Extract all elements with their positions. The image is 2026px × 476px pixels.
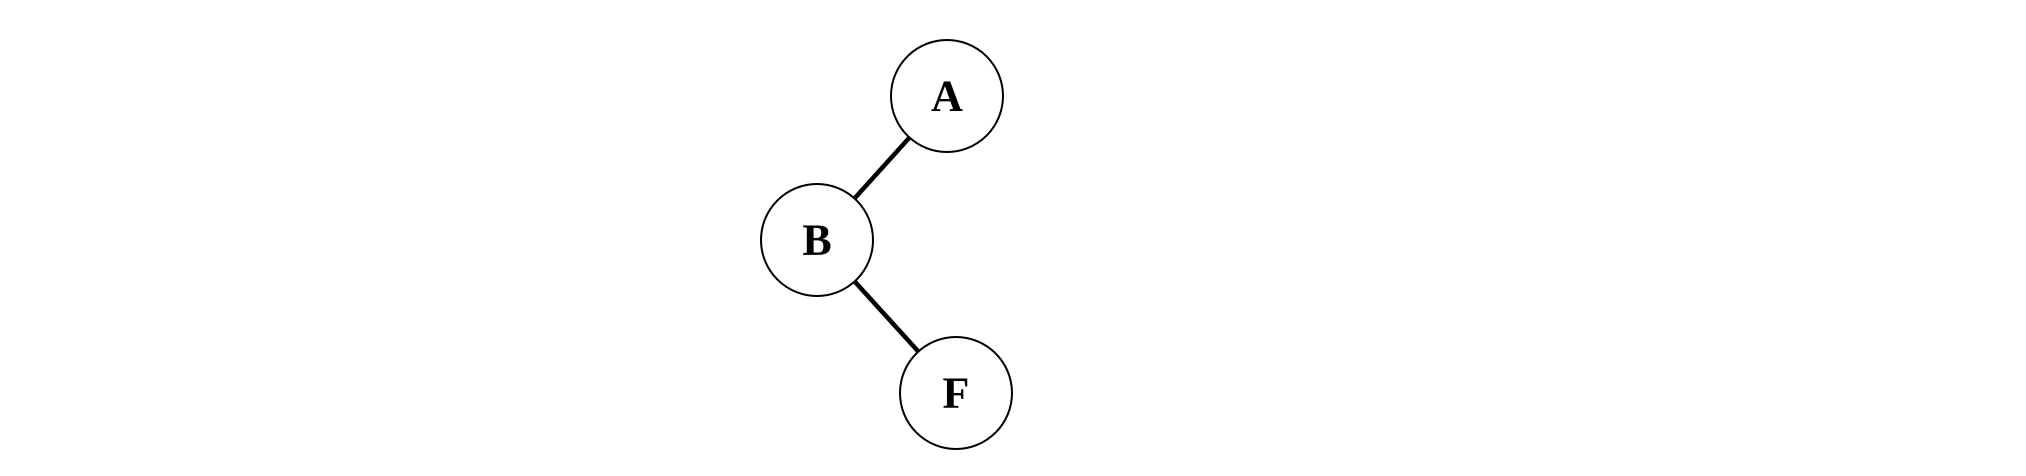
node-circle-A (890, 39, 1004, 153)
node-circle-B (760, 183, 874, 297)
node-label-F: F (943, 369, 970, 418)
node-A: A (890, 39, 1004, 153)
node-B: B (760, 183, 874, 297)
node-F: F (899, 336, 1013, 450)
node-label-A: A (931, 72, 963, 121)
node-circle-F (899, 336, 1013, 450)
node-label-B: B (802, 216, 831, 265)
